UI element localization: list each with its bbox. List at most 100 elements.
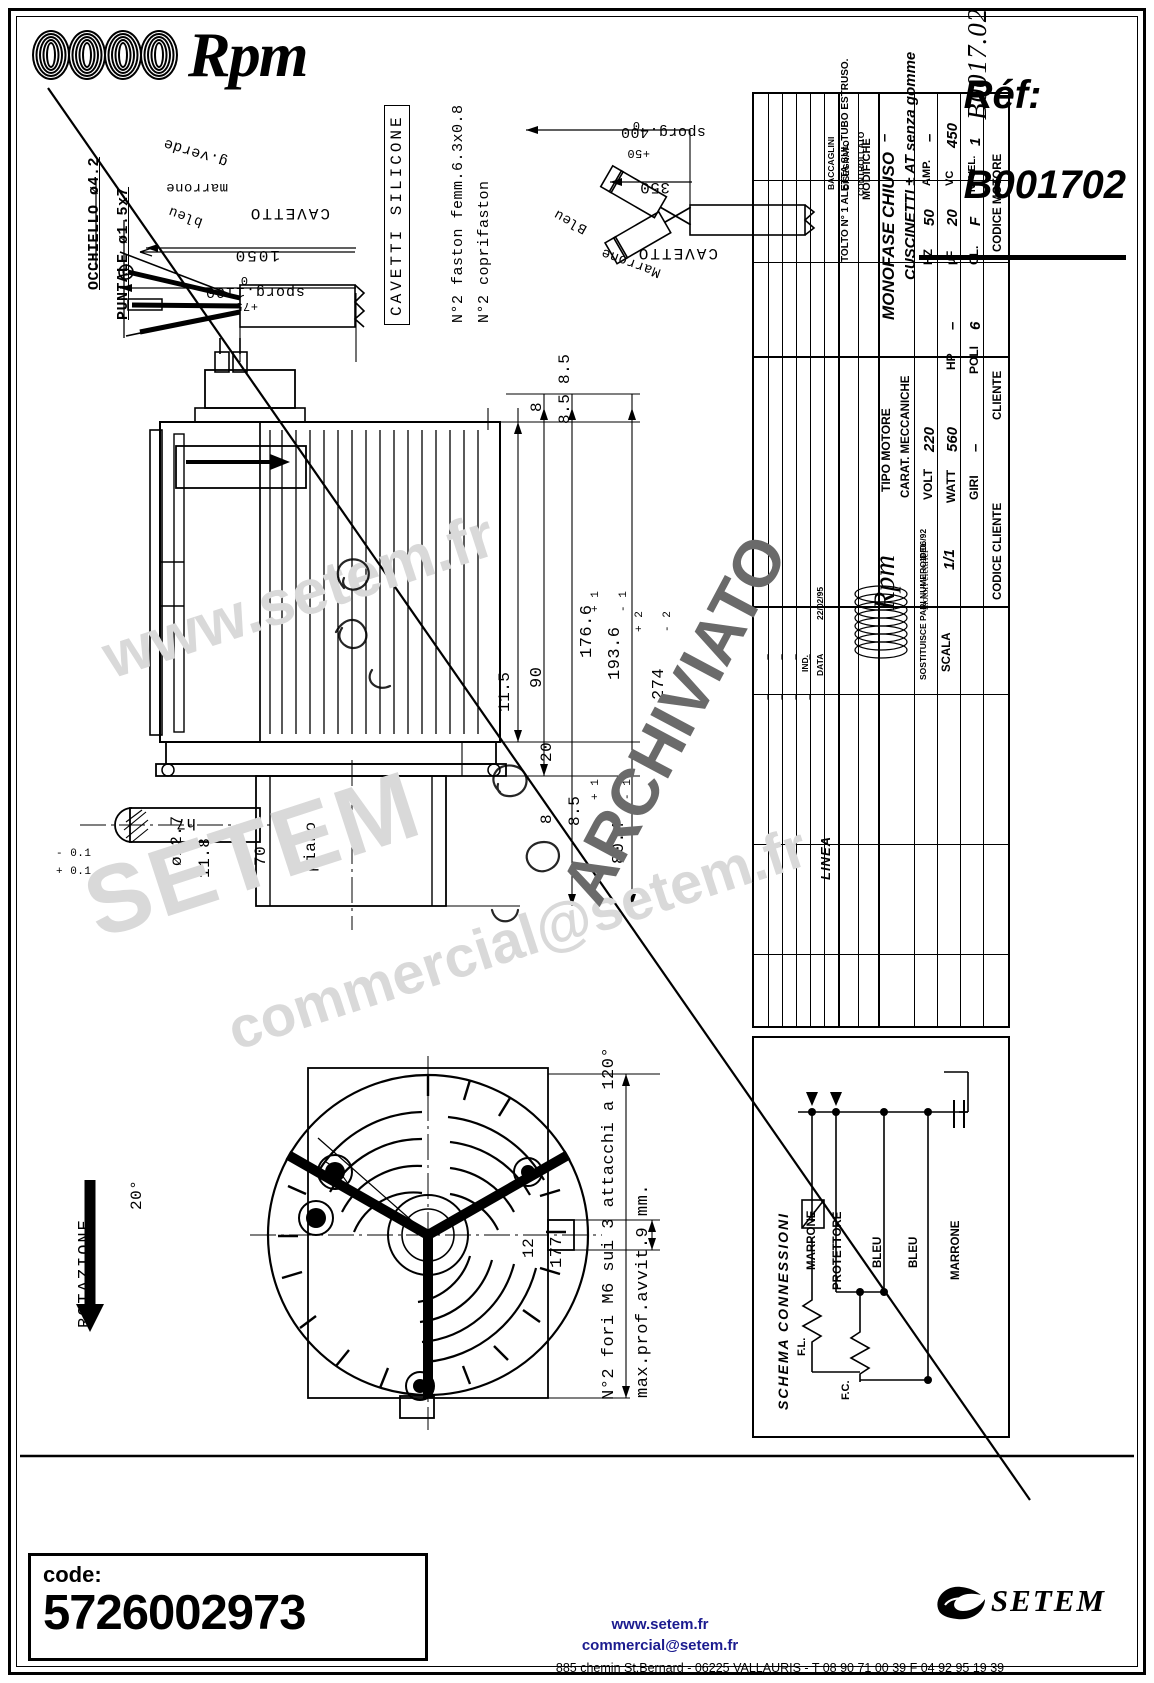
mod-dash-2: –: [776, 653, 788, 660]
wire-brown-label: marrone: [165, 179, 228, 195]
footer-email[interactable]: commercial@setem.fr: [581, 1637, 739, 1655]
label-giri: GIRI: [967, 475, 981, 500]
dim-11-8: 11.8: [196, 837, 214, 878]
label-poli: POLI: [967, 345, 981, 374]
coprifaston-note: N°2 coprifaston: [476, 180, 493, 323]
title-block-coil-icon: [854, 585, 908, 659]
value-vc: 450: [944, 122, 961, 148]
dim-1050: 1050: [233, 246, 280, 264]
scala-label: SCALA: [941, 632, 953, 672]
title-block: [752, 92, 1010, 1028]
carat-meccaniche-value: CUSCINETTI ± AT senza gomme: [902, 51, 919, 280]
tol-400-plus: +50: [626, 146, 650, 160]
data-col-label: DATA: [815, 653, 825, 676]
mod-dash-5: –: [762, 693, 774, 700]
mod-dash-8: –: [804, 693, 816, 700]
schema-fc-label: F.C.: [840, 1380, 852, 1400]
brand-name: Rpm: [188, 19, 308, 90]
controllato-value: –: [876, 133, 893, 142]
cliente-label: CLIENTE: [992, 370, 1004, 420]
motor-side-view: [80, 338, 640, 930]
schema-fl-label: F.L.: [796, 1337, 808, 1356]
disegnato-label: DISEGNATO: [841, 140, 851, 190]
dim-350: 350: [639, 178, 670, 196]
angle-20-label: 20°: [128, 1179, 146, 1210]
data-value-1: 22/02/95: [815, 586, 825, 620]
value-volt: 220: [921, 426, 938, 452]
mod-dash-1: –: [762, 653, 774, 660]
drawing-frame-inner: [16, 16, 1138, 1667]
avvitamento-note: max.prof.avvit.9 mm.: [634, 1183, 653, 1398]
carat-meccaniche-label: CARAT. MECCANICHE: [900, 375, 912, 498]
value-watt: 560: [944, 426, 961, 452]
handwritten-annotation: [334, 558, 561, 923]
value-amp: –: [921, 133, 938, 142]
value-uf: 20: [944, 209, 961, 226]
controllato-label: CONTROLLATO: [856, 131, 866, 196]
setem-swirl-icon: [937, 1586, 985, 1620]
dim-85-a: 8.5: [556, 393, 574, 424]
faston-note: N°2 faston femm.6.3x0.8: [450, 104, 467, 323]
cavetti-silicone-box: CAVETTI SILICONE: [384, 105, 410, 325]
fori-m6-note: N°2 fori M6 sui 3 attacchi a 120°: [600, 1046, 619, 1400]
code-box: code: 5726002973: [28, 1553, 428, 1661]
label-amp: AMP.: [921, 159, 933, 186]
tol-1100-plus: +75: [234, 299, 258, 313]
footer-site[interactable]: www.setem.fr: [611, 1615, 709, 1633]
value-hz: 50: [921, 209, 938, 226]
mod-dash-4: –: [804, 653, 816, 660]
footer-address: 885 chemin St.Bernard - 06225 VALLAURIS …: [555, 1661, 1005, 1675]
mod-dash-7: –: [790, 693, 802, 700]
cavetto-left-label: CAVETTO: [248, 204, 330, 222]
label-hp: HP: [944, 353, 958, 370]
label-piano: piano: [302, 821, 320, 872]
codice-cliente-label: CODICE CLIENTE: [992, 502, 1004, 600]
schema-bleu-1: BLEU: [872, 1236, 884, 1268]
rotazione-label: ROTAZIONE: [76, 1218, 95, 1328]
mod-dash-6: –: [776, 693, 788, 700]
schema-linea-label: LINEA: [818, 836, 833, 880]
code-value: 5726002973: [43, 1586, 307, 1640]
wiring-schematic: [798, 1071, 969, 1384]
label-vc: VC: [944, 170, 956, 186]
setem-logo: SETEM: [929, 1577, 1106, 1625]
dim-70: 70: [252, 845, 270, 866]
disegnato-value: BACCAGLINI: [826, 136, 836, 190]
label-watt: WATT: [944, 469, 958, 503]
value-cl: F: [967, 216, 984, 226]
cable-detail-drawing: [95, 178, 366, 362]
label-n-vel: N° VEL.: [967, 155, 978, 192]
motor-front-view: [76, 1056, 660, 1430]
codice-motore-value: B0017.02: [962, 7, 992, 120]
occhiello-label: OCCHIELLO ø4.2: [86, 156, 103, 290]
label-hz: HZ: [921, 249, 935, 265]
dim-177: 177: [548, 1235, 567, 1268]
codice-motore-label: CODICE MOTORE: [992, 153, 1004, 252]
schema-marrone-2: MARRONE: [950, 1220, 962, 1280]
value-poli: 6: [967, 321, 984, 330]
cavetto-right-label: CAVETTO: [636, 244, 718, 262]
schema-marrone-1: MARRONE: [806, 1210, 818, 1270]
title-block-brand-sub: motori elettrici: [920, 550, 931, 610]
drawing-frame-outer: [8, 8, 1146, 1675]
schema-bleu-2: BLEU: [908, 1236, 920, 1268]
footer-contact: www.setem.fr commercial@setem.fr: [450, 1614, 870, 1658]
tol-1100-minus: 0: [240, 273, 248, 287]
faston-detail-drawing: [526, 126, 816, 265]
footer-divider: [20, 1454, 1134, 1458]
schema-connessioni-box: [752, 1036, 1010, 1438]
value-hp: –: [944, 321, 961, 330]
mod-dash-3: –: [790, 653, 802, 660]
dim-diam-12-7: ø12.7: [168, 815, 186, 866]
coil-icon: [30, 29, 178, 81]
label-cl: CL.: [967, 245, 981, 265]
dim-12: 12: [520, 1237, 538, 1258]
scala-value: 1/1: [941, 549, 958, 570]
dim-11-8-plus: + 0.1: [56, 866, 92, 878]
rpm-logo: Rpm: [30, 19, 308, 90]
puntale-label: PUNTALE ø1.5x7: [115, 186, 132, 320]
dim-11-8-minus: - 0.1: [56, 848, 92, 860]
value-giri: –: [967, 443, 984, 452]
setem-wordmark: SETEM: [990, 1583, 1106, 1618]
dim-sporg-1100: sporg.1100: [204, 283, 305, 300]
